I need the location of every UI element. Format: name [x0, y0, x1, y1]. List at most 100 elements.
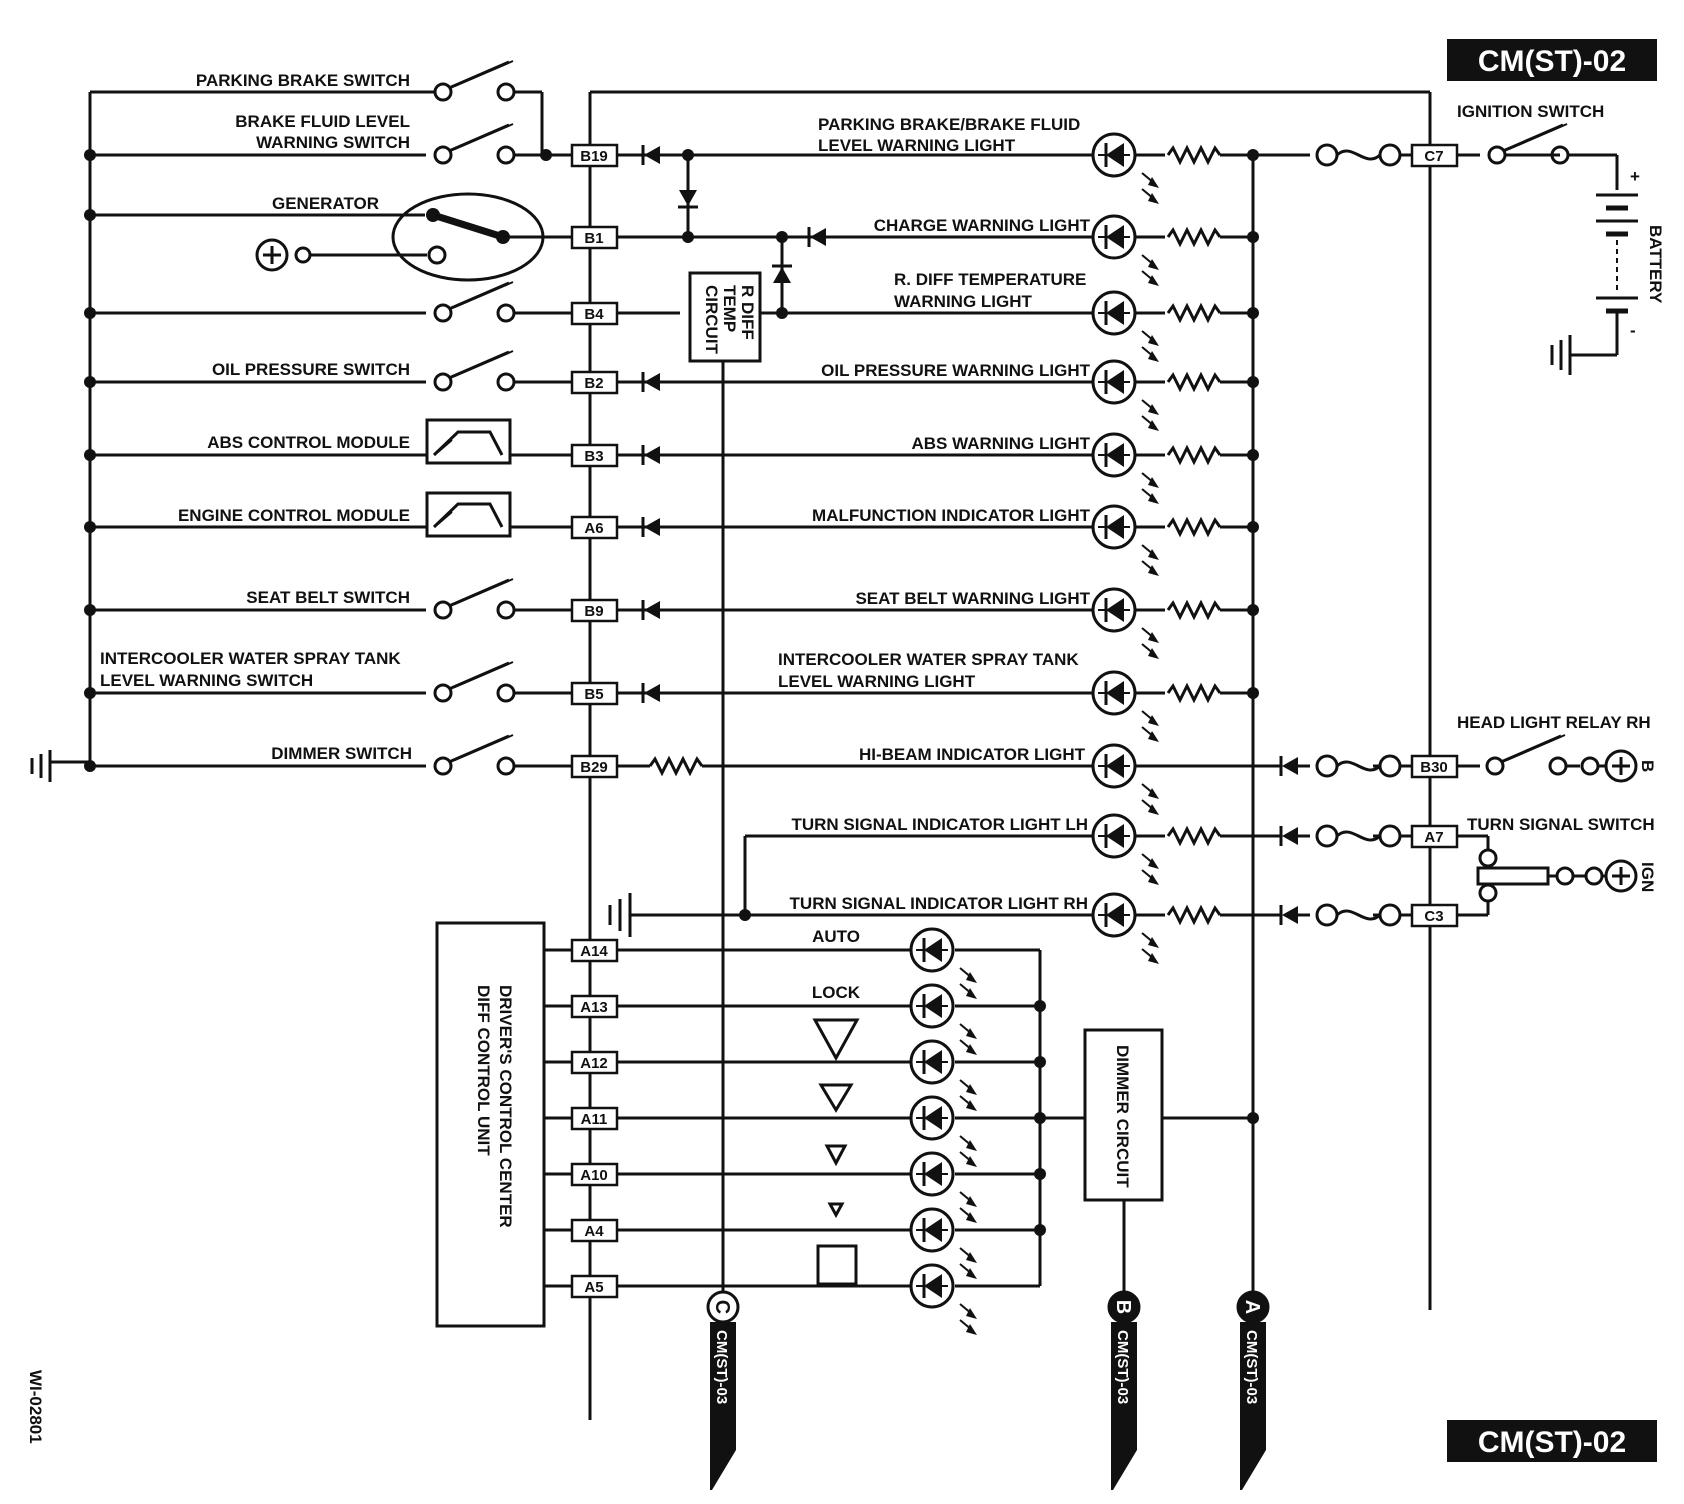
auto-label: AUTO — [812, 927, 860, 946]
connector-pins: B19 B1 B4 B2 B3 A6 B9 B5 B29 A14 A13 A12… — [570, 143, 1459, 1299]
pin-b5: B5 — [570, 681, 619, 706]
svg-text:B19: B19 — [580, 148, 608, 165]
svg-text:B: B — [1112, 1300, 1134, 1314]
svg-text:A4: A4 — [584, 1223, 604, 1240]
seat-belt-switch-icon — [433, 577, 516, 620]
dimmer-switch-label: DIMMER SWITCH — [271, 744, 412, 763]
dccd-level-icons — [812, 1018, 860, 1286]
pin-c7: C7 — [1410, 143, 1459, 168]
dimmer-circuit-block: DIMMER CIRCUIT — [1083, 1028, 1164, 1202]
svg-text:A6: A6 — [584, 520, 603, 537]
brake-fluid-switch-icon — [433, 122, 516, 165]
ground-icon — [30, 748, 52, 784]
svg-text:A13: A13 — [580, 999, 608, 1016]
pin-a12: A12 — [570, 1050, 619, 1075]
battery-plus-label: + — [1630, 167, 1640, 186]
svg-text:B2: B2 — [584, 375, 603, 392]
pin-b19: B19 — [570, 143, 619, 168]
svg-text:A7: A7 — [1424, 829, 1443, 846]
rdiff-temp-circuit-block: R DIFF TEMP CIRCUIT — [688, 271, 762, 363]
generator-icon — [255, 192, 545, 282]
turn-signal-switch-label: TURN SIGNAL SWITCH — [1467, 815, 1655, 834]
mil-light-label: MALFUNCTION INDICATOR LIGHT — [812, 506, 1091, 525]
svg-text:A12: A12 — [580, 1055, 608, 1072]
turn-lh-label: TURN SIGNAL INDICATOR LIGHT LH — [791, 815, 1088, 834]
svg-text:C: C — [711, 1300, 733, 1314]
dccd-control-unit-block: DRIVER'S CONTROL CENTER DIFF CONTROL UNI… — [435, 921, 546, 1328]
pin-b29: B29 — [570, 754, 619, 779]
page-tag-top: CM(ST)-02 — [1447, 39, 1657, 81]
abs-light-label: ABS WARNING LIGHT — [912, 434, 1091, 453]
diodes — [641, 143, 1300, 927]
parking-brake-light-label-1: PARKING BRAKE/BRAKE FLUID — [818, 115, 1080, 134]
intercooler-switch-label-2: LEVEL WARNING SWITCH — [100, 671, 313, 690]
oil-pressure-switch-icon — [433, 349, 516, 392]
seat-belt-light-label: SEAT BELT WARNING LIGHT — [855, 589, 1090, 608]
battery-icon — [1550, 193, 1638, 375]
dimmer-switch-icon — [433, 733, 516, 776]
rdiff-switch-icon — [433, 280, 516, 323]
pin-a5: A5 — [570, 1274, 619, 1299]
svg-text:TEMP: TEMP — [720, 285, 739, 332]
b-terminal-label: B — [1638, 760, 1657, 772]
svg-text:CM(ST)-03: CM(ST)-03 — [1243, 1330, 1260, 1404]
svg-text:CM(ST)-03: CM(ST)-03 — [713, 1330, 730, 1404]
svg-text:CIRCUIT: CIRCUIT — [702, 285, 721, 355]
svg-text:B4: B4 — [584, 306, 604, 323]
charge-light-label: CHARGE WARNING LIGHT — [874, 216, 1091, 235]
svg-text:B9: B9 — [584, 603, 603, 620]
svg-text:B29: B29 — [580, 759, 608, 776]
turn-signal-switch-icon — [1476, 848, 1608, 903]
svg-text:A10: A10 — [580, 1167, 608, 1184]
svg-text:DIMMER CIRCUIT: DIMMER CIRCUIT — [1113, 1045, 1132, 1188]
pin-a13: A13 — [570, 994, 619, 1019]
svg-text:B5: B5 — [584, 686, 603, 703]
parking-brake-light-label-2: LEVEL WARNING LIGHT — [818, 136, 1016, 155]
page-tag-bottom: CM(ST)-02 — [1447, 1420, 1657, 1462]
parking-brake-switch-icon — [433, 59, 516, 102]
oil-light-label: OIL PRESSURE WARNING LIGHT — [821, 361, 1090, 380]
pin-b3: B3 — [570, 443, 619, 468]
battery-label: BATTERY — [1646, 225, 1665, 304]
ecm-label: ENGINE CONTROL MODULE — [178, 506, 410, 525]
abs-module-icon — [425, 418, 512, 465]
pin-a10: A10 — [570, 1162, 619, 1187]
oil-pressure-switch-label: OIL PRESSURE SWITCH — [212, 360, 410, 379]
brake-fluid-switch-label-2: WARNING SWITCH — [256, 133, 410, 152]
svg-text:B1: B1 — [584, 230, 603, 247]
pin-c3: C3 — [1410, 903, 1459, 928]
svg-text:R DIFF: R DIFF — [738, 285, 757, 340]
rdiff-light-label-2: WARNING LIGHT — [894, 292, 1032, 311]
pin-a4: A4 — [570, 1218, 619, 1243]
intercooler-switch-label-1: INTERCOOLER WATER SPRAY TANK — [100, 649, 401, 668]
seat-belt-switch-label: SEAT BELT SWITCH — [246, 588, 410, 607]
brake-fluid-switch-label-1: BRAKE FLUID LEVEL — [235, 112, 410, 131]
abs-module-label: ABS CONTROL MODULE — [207, 433, 410, 452]
svg-text:DIFF CONTROL UNIT: DIFF CONTROL UNIT — [474, 985, 493, 1156]
intercooler-light-label-2: LEVEL WARNING LIGHT — [778, 672, 976, 691]
ground-icon — [608, 893, 632, 937]
pin-a11: A11 — [570, 1106, 619, 1131]
battery-terminal-icon — [1604, 749, 1638, 783]
hibeam-light-label: HI-BEAM INDICATOR LIGHT — [859, 745, 1086, 764]
svg-text:A5: A5 — [584, 1279, 603, 1296]
svg-text:CM(ST)-02: CM(ST)-02 — [1478, 1426, 1626, 1459]
pin-b2: B2 — [570, 370, 619, 395]
parking-brake-switch-label: PARKING BRAKE SWITCH — [196, 71, 410, 90]
ecm-module-icon — [425, 491, 512, 538]
turn-rh-label: TURN SIGNAL INDICATOR LIGHT RH — [790, 894, 1088, 913]
svg-text:B3: B3 — [584, 448, 603, 465]
svg-text:C7: C7 — [1424, 148, 1443, 165]
svg-text:C3: C3 — [1424, 908, 1443, 925]
pin-a6: A6 — [570, 515, 619, 540]
ign-terminal-icon — [1604, 859, 1638, 893]
svg-text:CM(ST)-03: CM(ST)-03 — [1114, 1330, 1131, 1404]
svg-text:B30: B30 — [1420, 759, 1448, 776]
pin-a14: A14 — [570, 938, 619, 963]
intercooler-light-label-1: INTERCOOLER WATER SPRAY TANK — [778, 650, 1079, 669]
pin-a7: A7 — [1410, 824, 1459, 849]
fuses — [1315, 143, 1402, 927]
svg-text:CM(ST)-02: CM(ST)-02 — [1478, 45, 1626, 78]
